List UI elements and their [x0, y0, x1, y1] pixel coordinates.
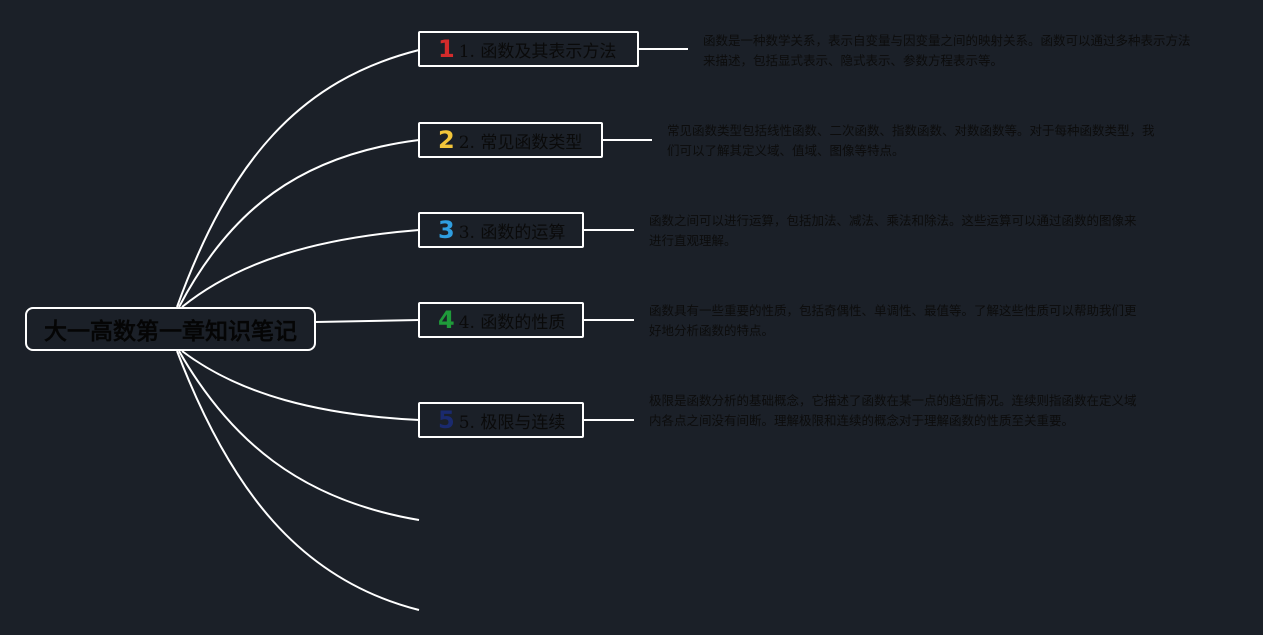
note-4: 函数具有一些重要的性质，包括奇偶性、单调性、最值等。了解这些性质可以帮助我们更好… — [649, 303, 1137, 338]
topic-1[interactable]: 1 1. 函数及其表示方法 — [418, 31, 639, 67]
topic-1-label: 1. 函数及其表示方法 — [458, 41, 617, 62]
topic-3[interactable]: 3 3. 函数的运算 — [418, 212, 584, 248]
number-2-icon: 2 — [438, 126, 455, 154]
topic-2[interactable]: 2 2. 常见函数类型 — [418, 122, 603, 158]
topic-4-label: 4. 函数的性质 — [458, 312, 566, 333]
note-5: 极限是函数分析的基础概念，它描述了函数在某一点的趋近情况。连续则指函数在定义域内… — [649, 393, 1137, 428]
branch-line-7 — [176, 350, 420, 611]
topic-3-label: 3. 函数的运算 — [458, 222, 566, 243]
branch-line-5 — [181, 350, 420, 421]
branch-line-1 — [176, 49, 420, 308]
topic-5[interactable]: 5 5. 极限与连续 — [418, 402, 584, 438]
branch-line-6 — [178, 350, 420, 521]
root-title: 大一高数第一章知识笔记 — [44, 319, 297, 345]
number-5-icon: 5 — [438, 406, 455, 434]
number-4-icon: 4 — [438, 306, 455, 334]
number-3-icon: 3 — [438, 216, 455, 244]
topic-4[interactable]: 4 4. 函数的性质 — [418, 302, 584, 338]
branch-line-3 — [181, 229, 420, 308]
number-1-icon: 1 — [438, 35, 455, 63]
root-topic[interactable]: 大一高数第一章知识笔记 — [25, 307, 316, 351]
topic-5-label: 5. 极限与连续 — [458, 412, 566, 433]
branch-line-2 — [178, 139, 420, 308]
note-3: 函数之间可以进行运算，包括加法、减法、乘法和除法。这些运算可以通过函数的图像来进… — [649, 213, 1137, 248]
note-2: 常见函数类型包括线性函数、二次函数、指数函数、对数函数等。对于每种函数类型，我们… — [667, 123, 1155, 158]
topic-2-label: 2. 常见函数类型 — [458, 132, 583, 153]
note-1: 函数是一种数学关系，表示自变量与因变量之间的映射关系。函数可以通过多种表示方法来… — [703, 33, 1191, 68]
branch-line-4 — [315, 319, 420, 323]
